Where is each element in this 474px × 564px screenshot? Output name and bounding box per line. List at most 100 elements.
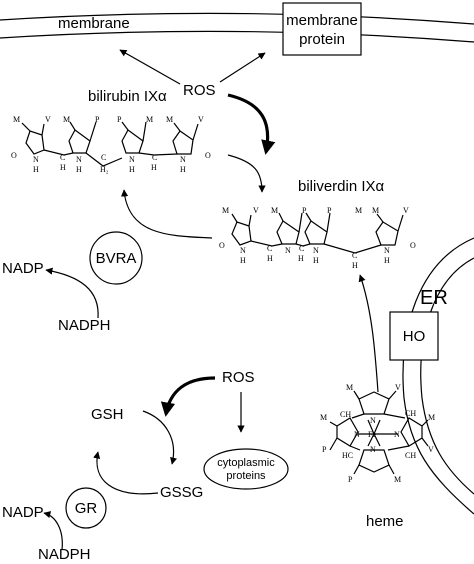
heme-atom-N3: N [394, 430, 400, 439]
er-membrane [402, 237, 474, 515]
bilirubin-atom-V1: V [45, 115, 51, 124]
biliverdin-atom-H2: H [313, 256, 319, 265]
biliverdin-atom-H5: H [298, 254, 304, 263]
biliverdin-atom-V1: V [253, 206, 259, 215]
heme-atom-N4: N [370, 445, 376, 454]
heme-atom-V1: V [395, 383, 401, 392]
nadph-to-nadp-upper-arrow [45, 267, 99, 319]
membrane-protein-label-line1: membrane [286, 12, 358, 29]
heme-label: heme [366, 513, 404, 530]
nadp-upper-label: NADP [2, 260, 44, 277]
biliverdin-atom-O2: O [410, 241, 416, 250]
bilirubin-atom-C3: C [152, 153, 157, 162]
heme-atom-HC: HC [342, 451, 353, 460]
biliverdin-atom-N4: N [384, 246, 390, 255]
biliverdin-atom-N2: N [285, 246, 291, 255]
bilirubin-atom-V2: V [198, 115, 204, 124]
heme-atom-CH2: CH [405, 409, 416, 418]
bilirubin-atom-H6: H₂ [100, 165, 109, 174]
biliverdin-atom-H3: H [384, 256, 390, 265]
ho-enzyme-box [389, 311, 439, 361]
nadph-to-nadp-lower-arrow [43, 511, 63, 551]
bilirubin-atom-H3: H [129, 165, 135, 174]
heme-to-biliverdin-arrow [358, 274, 379, 393]
heme-atom-M4: M [394, 475, 401, 484]
bilirubin-atom-H7: H [151, 163, 157, 172]
heme-atom-Fe: Fe [368, 430, 376, 439]
biliverdin-atom-N1: N [240, 246, 246, 255]
biliverdin-atom-M4: M [372, 206, 379, 215]
bilirubin-atom-C2: C [101, 153, 106, 162]
bilirubin-atom-P1: P [95, 115, 100, 124]
biliverdin-atom-M1: M [222, 206, 229, 215]
heme-atom-P1: P [322, 445, 327, 454]
heme-atom-P2: P [348, 475, 353, 484]
biliverdin-atom-V2: V [403, 206, 409, 215]
ros-oxidizes-bilirubin-arrow [227, 93, 276, 155]
nadph-lower-label: NADPH [38, 546, 91, 563]
cytoplasmic-label-line1: cytoplasmic [217, 457, 275, 469]
bilirubin-atom-P2: P [117, 115, 122, 124]
cell-membrane [0, 12, 474, 43]
biliverdin-atom-N3: N [313, 246, 319, 255]
cytoplasmic-proteins-ellipse [203, 448, 289, 490]
gr-enzyme-circle [65, 487, 107, 529]
heme-atom-M1: M [346, 383, 353, 392]
ros-lower-label: ROS [222, 369, 255, 386]
heme-structure: M V M CH CH N N Fe N N HC CH P V M P M [320, 383, 435, 484]
ros-top-label: ROS [183, 82, 216, 99]
gssg-label: GSSG [160, 484, 203, 501]
membrane-label: membrane [58, 15, 130, 32]
bilirubin-atom-H2: H [76, 165, 82, 174]
bilirubin-structure: M V M P P M M V O N H C N H C N H C N H … [11, 115, 211, 174]
heme-atom-V2: V [428, 445, 434, 454]
bilirubin-label: bilirubin IXα [88, 88, 167, 105]
biliverdin-atom-P1: P [302, 206, 307, 215]
bilirubin-atom-H5: H [60, 163, 66, 172]
gsh-to-gssg-arrow [142, 410, 178, 465]
bilirubin-atom-C1: C [60, 153, 65, 162]
biliverdin-atom-C3: C [352, 251, 357, 260]
biliverdin-atom-H4: H [267, 254, 273, 263]
ros-to-membrane-arrow [119, 49, 181, 85]
biliverdin-label: biliverdin IXα [298, 178, 385, 195]
bvra-enzyme-circle [89, 231, 143, 285]
biliverdin-to-bilirubin-arrow [120, 189, 213, 239]
biliverdin-atom-O1: O [219, 241, 225, 250]
bilirubin-atom-N1: N [33, 155, 39, 164]
cytoplasmic-label-line2: proteins [226, 470, 266, 482]
gr-label: GR [75, 500, 98, 517]
heme-atom-N1: N [370, 416, 376, 425]
membrane-protein-label-line2: protein [299, 31, 345, 48]
bilirubin-atom-O2: O [205, 151, 211, 160]
heme-atom-M2: M [320, 413, 327, 422]
gssg-to-gsh-arrow [93, 451, 159, 495]
heme-atom-CH1: CH [340, 410, 351, 419]
gsh-label: GSH [91, 406, 124, 423]
bilirubin-atom-M4: M [166, 115, 173, 124]
biliverdin-atom-C1: C [267, 244, 272, 253]
bilirubin-atom-N2: N [76, 155, 82, 164]
membrane-protein-box [282, 2, 362, 56]
biliverdin-atom-H6: H [352, 261, 358, 270]
bilirubin-atom-M1: M [13, 115, 20, 124]
biliverdin-atom-M2: M [271, 206, 278, 215]
biliverdin-atom-C2: C [299, 244, 304, 253]
bvra-label: BVRA [96, 250, 137, 267]
bilirubin-to-biliverdin-arrow [227, 154, 266, 193]
bilirubin-atom-N3: N [129, 155, 135, 164]
er-label: ER [420, 287, 448, 309]
heme-atom-CH3: CH [405, 451, 416, 460]
nadp-lower-label: NADP [2, 504, 44, 521]
biliverdin-atom-H1: H [240, 256, 246, 265]
biliverdin-structure: M V M P P M M V O N H C N C N H C N H O … [219, 206, 416, 270]
biliverdin-atom-M3: M [355, 206, 362, 215]
ho-label: HO [403, 328, 426, 345]
nadph-upper-label: NADPH [58, 317, 111, 334]
bilirubin-atom-N4: N [180, 155, 186, 164]
ros-to-protein-arrow [219, 52, 266, 83]
heme-atom-N2: N [354, 430, 360, 439]
bilirubin-atom-H4: H [180, 165, 186, 174]
biliverdin-atom-P2: P [327, 206, 332, 215]
